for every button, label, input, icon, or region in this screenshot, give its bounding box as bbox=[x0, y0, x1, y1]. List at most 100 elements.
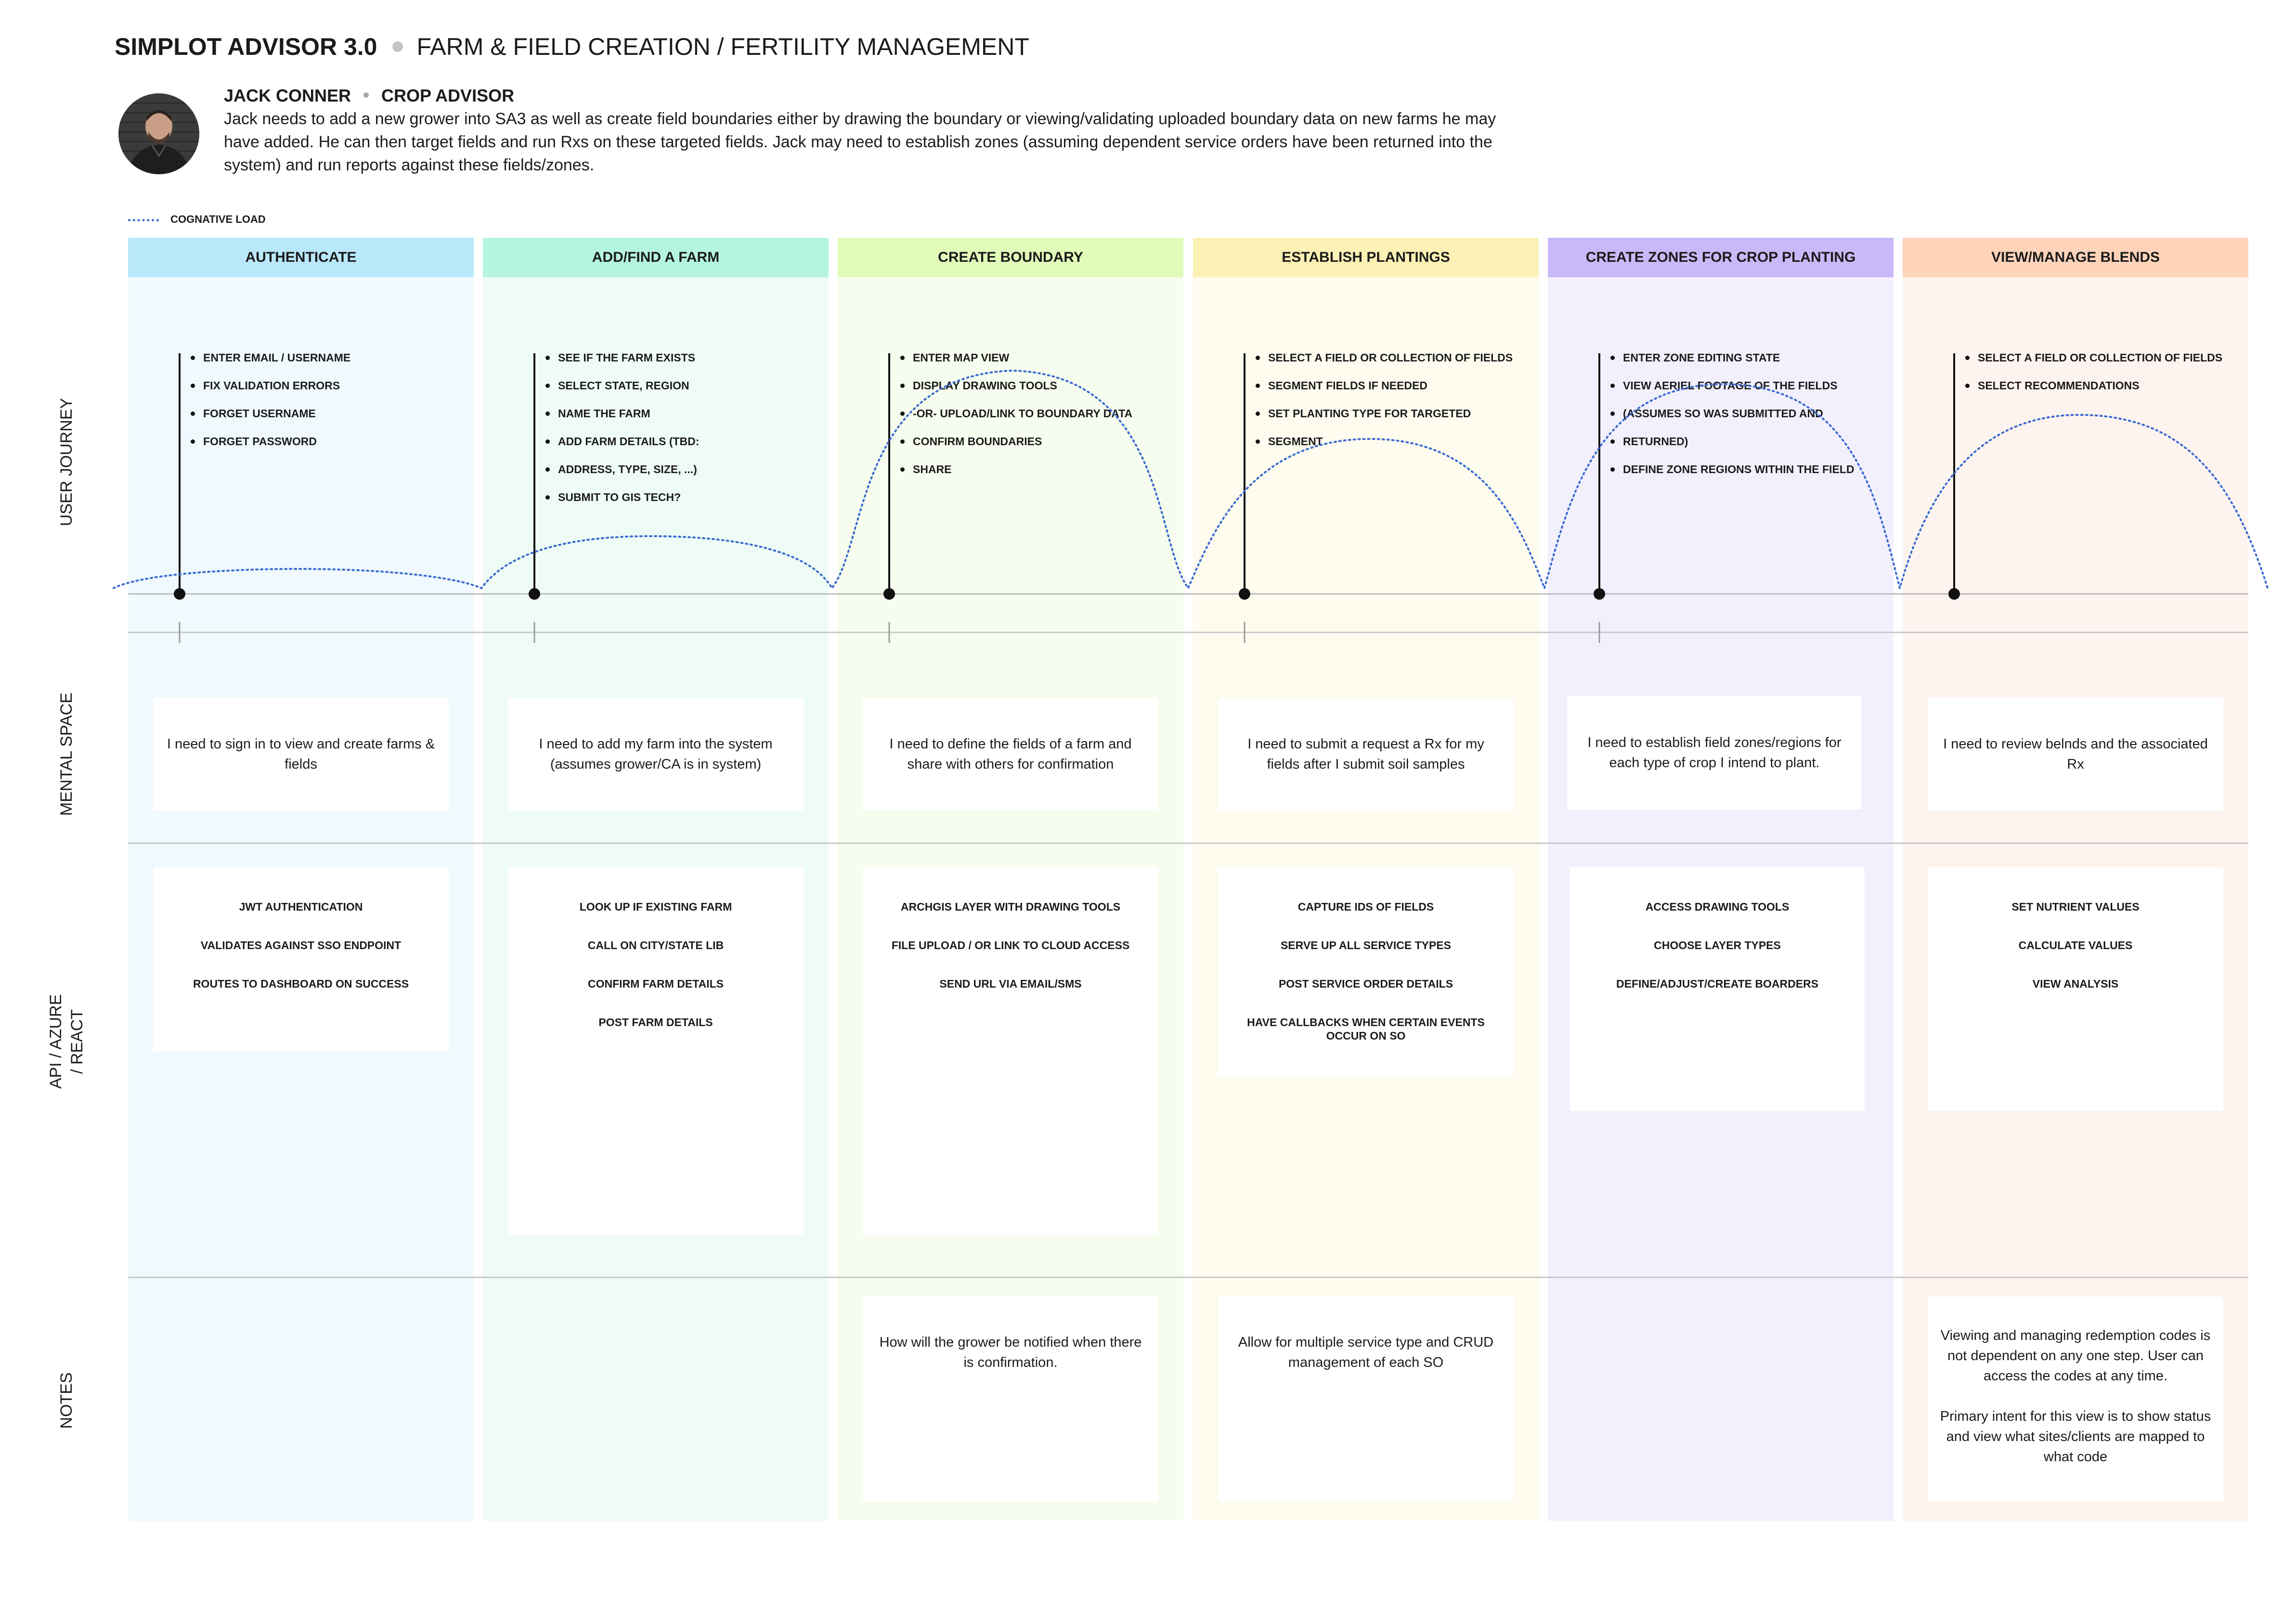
person-icon bbox=[118, 93, 199, 174]
column-header: CREATE BOUNDARY bbox=[838, 238, 1183, 277]
persona-description: Jack needs to add a new grower into SA3 … bbox=[224, 110, 1496, 174]
list-item: SELECT A FIELD OR COLLECTION OF FIELDS bbox=[1256, 344, 1513, 372]
list-item: SELECT RECOMMENDATIONS bbox=[1965, 372, 2222, 399]
dotted-line-icon bbox=[128, 219, 159, 221]
api-card: CAPTURE IDS OF FIELDS SERVE UP ALL SERVI… bbox=[1218, 867, 1514, 1077]
journey-steps: SELECT A FIELD OR COLLECTION OF FIELDS S… bbox=[1965, 344, 2222, 399]
list-item: CALCULATE VALUES bbox=[2018, 939, 2133, 952]
api-list: ACCESS DRAWING TOOLS CHOOSE LAYER TYPES … bbox=[1570, 900, 1865, 991]
journey-steps: ENTER MAP VIEW DISPLAY DRAWING TOOLS -OR… bbox=[900, 344, 1132, 483]
persona-separator-dot bbox=[363, 92, 369, 98]
mental-text: I need to add my farm into the system (a… bbox=[539, 736, 773, 772]
journey-steps: ENTER ZONE EDITING STATE VIEW AERIEL FOO… bbox=[1610, 344, 1854, 483]
list-item: SEGMENT bbox=[1256, 427, 1513, 455]
list-item: SET PLANTING TYPE FOR TARGETED bbox=[1256, 399, 1513, 427]
list-item: FIX VALIDATION ERRORS bbox=[191, 372, 350, 399]
list-item: FORGET PASSWORD bbox=[191, 427, 350, 455]
list-item: ENTER MAP VIEW bbox=[900, 344, 1132, 372]
journey-steps: SELECT A FIELD OR COLLECTION OF FIELDS S… bbox=[1256, 344, 1513, 455]
list-item: JWT AUTHENTICATION bbox=[239, 900, 363, 913]
legend-label: COGNATIVE LOAD bbox=[170, 213, 266, 225]
column-create-zones: CREATE ZONES FOR CROP PLANTING ENTER ZON… bbox=[1548, 238, 1894, 1521]
brand-title: SIMPLOT ADVISOR 3.0 bbox=[115, 33, 377, 60]
cognitive-load-curve bbox=[113, 369, 2269, 592]
persona-name: JACK CONNER bbox=[224, 86, 351, 105]
list-item: SET NUTRIENT VALUES bbox=[2011, 900, 2140, 913]
list-item: ADDRESS, TYPE, SIZE, ...) bbox=[545, 455, 699, 483]
api-card: JWT AUTHENTICATION VALIDATES AGAINST SSO… bbox=[153, 867, 449, 1051]
mental-text: I need to define the fields of a farm an… bbox=[889, 736, 1132, 772]
list-item: HAVE CALLBACKS WHEN CERTAIN EVENTS OCCUR… bbox=[1247, 1016, 1485, 1042]
list-item: FILE UPLOAD / OR LINK TO CLOUD ACCESS bbox=[891, 939, 1130, 952]
cognitive-load-legend: COGNATIVE LOAD bbox=[128, 213, 266, 226]
step-markers bbox=[174, 353, 1960, 600]
persona-block: JACK CONNER CROP ADVISOR Jack needs to ad… bbox=[224, 84, 1524, 177]
list-item: NAME THE FARM bbox=[545, 399, 699, 427]
list-item: CALL ON CITY/STATE LIB bbox=[587, 939, 724, 952]
mental-card: I need to add my farm into the system (a… bbox=[508, 698, 804, 810]
column-authenticate: AUTHENTICATE ENTER EMAIL / USERNAME FIX … bbox=[128, 238, 474, 1521]
column-add-find-farm: ADD/FIND A FARM SEE IF THE FARM EXISTS S… bbox=[483, 238, 829, 1521]
mental-text: I need to submit a request a Rx for my f… bbox=[1247, 736, 1484, 772]
list-item: ENTER ZONE EDITING STATE bbox=[1610, 344, 1854, 372]
notes-text: How will the grower be notified when the… bbox=[879, 1335, 1142, 1370]
notes-card: Allow for multiple service type and CRUD… bbox=[1218, 1297, 1514, 1502]
list-item: SELECT A FIELD OR COLLECTION OF FIELDS bbox=[1965, 344, 2222, 372]
api-list: CAPTURE IDS OF FIELDS SERVE UP ALL SERVI… bbox=[1218, 900, 1514, 1042]
list-item: ARCHGIS LAYER WITH DRAWING TOOLS bbox=[900, 900, 1121, 913]
page-title: SIMPLOT ADVISOR 3.0 FARM & FIELD CREATION… bbox=[115, 30, 1029, 64]
api-list: SET NUTRIENT VALUES CALCULATE VALUES VIE… bbox=[1928, 900, 2223, 991]
list-item: LOOK UP IF EXISTING FARM bbox=[579, 900, 732, 913]
column-header: VIEW/MANAGE BLENDS bbox=[1903, 238, 2248, 277]
avatar bbox=[118, 93, 199, 174]
list-item: SEGMENT FIELDS IF NEEDED bbox=[1256, 372, 1513, 399]
api-card: LOOK UP IF EXISTING FARM CALL ON CITY/ST… bbox=[508, 867, 804, 1235]
api-list: LOOK UP IF EXISTING FARM CALL ON CITY/ST… bbox=[508, 900, 804, 1029]
persona-name-row: JACK CONNER CROP ADVISOR bbox=[224, 84, 1524, 107]
notes-text: Viewing and managing redemption codes is… bbox=[1940, 1328, 2211, 1465]
notes-text: Allow for multiple service type and CRUD… bbox=[1238, 1335, 1494, 1370]
journey-steps: SEE IF THE FARM EXISTS SELECT STATE, REG… bbox=[545, 344, 699, 511]
list-item: SEND URL VIA EMAIL/SMS bbox=[939, 978, 1082, 990]
mental-text: I need to review belnds and the associat… bbox=[1943, 736, 2208, 772]
mental-text: I need to establish field zones/regions … bbox=[1587, 735, 1842, 771]
list-item: VIEW ANALYSIS bbox=[2032, 978, 2119, 990]
page-subtitle: FARM & FIELD CREATION / FERTILITY MANAGE… bbox=[416, 33, 1029, 60]
column-header: CREATE ZONES FOR CROP PLANTING bbox=[1548, 238, 1894, 277]
column-establish-plantings: ESTABLISH PLANTINGS SELECT A FIELD OR CO… bbox=[1193, 238, 1539, 1521]
list-item: SERVE UP ALL SERVICE TYPES bbox=[1280, 939, 1452, 952]
list-item: -OR- UPLOAD/LINK TO BOUNDARY DATA bbox=[900, 399, 1132, 427]
list-item: CHOOSE LAYER TYPES bbox=[1654, 939, 1781, 952]
timeline-ticks bbox=[179, 622, 1600, 643]
journey-steps: ENTER EMAIL / USERNAME FIX VALIDATION ER… bbox=[191, 344, 350, 455]
list-item: SELECT STATE, REGION bbox=[545, 372, 699, 399]
notes-card: Viewing and managing redemption codes is… bbox=[1928, 1297, 2223, 1502]
api-card: SET NUTRIENT VALUES CALCULATE VALUES VIE… bbox=[1928, 867, 2223, 1111]
mental-card: I need to establish field zones/regions … bbox=[1567, 696, 1862, 810]
title-separator-dot bbox=[392, 41, 403, 52]
list-item: DEFINE ZONE REGIONS WITHIN THE FIELD bbox=[1610, 455, 1854, 483]
mental-card: I need to sign in to view and create far… bbox=[153, 698, 449, 810]
list-item: CAPTURE IDS OF FIELDS bbox=[1297, 900, 1434, 913]
api-card: ACCESS DRAWING TOOLS CHOOSE LAYER TYPES … bbox=[1570, 867, 1865, 1111]
list-item: ENTER EMAIL / USERNAME bbox=[191, 344, 350, 372]
column-create-boundary: CREATE BOUNDARY ENTER MAP VIEW DISPLAY D… bbox=[838, 238, 1183, 1521]
persona-role: CROP ADVISOR bbox=[381, 86, 515, 105]
api-list: ARCHGIS LAYER WITH DRAWING TOOLS FILE UP… bbox=[863, 900, 1158, 991]
list-item: FORGET USERNAME bbox=[191, 399, 350, 427]
list-item: SUBMIT TO GIS TECH? bbox=[545, 483, 699, 511]
mental-card: I need to define the fields of a farm an… bbox=[863, 698, 1158, 810]
list-item: DISPLAY DRAWING TOOLS bbox=[900, 372, 1132, 399]
list-item: POST FARM DETAILS bbox=[598, 1016, 713, 1029]
column-header: AUTHENTICATE bbox=[128, 238, 474, 277]
mental-text: I need to sign in to view and create far… bbox=[167, 736, 435, 772]
list-item: ROUTES TO DASHBOARD ON SUCCESS bbox=[193, 978, 409, 990]
api-list: JWT AUTHENTICATION VALIDATES AGAINST SSO… bbox=[153, 900, 449, 991]
api-card: ARCHGIS LAYER WITH DRAWING TOOLS FILE UP… bbox=[863, 867, 1158, 1235]
list-item: DEFINE/ADJUST/CREATE BOARDERS bbox=[1616, 978, 1818, 990]
list-item: CONFIRM FARM DETAILS bbox=[588, 978, 724, 990]
list-item: VIEW AERIEL FOOTAGE OF THE FIELDS bbox=[1610, 372, 1854, 399]
list-item: ACCESS DRAWING TOOLS bbox=[1645, 900, 1790, 913]
list-item: CONFIRM BOUNDARIES bbox=[900, 427, 1132, 455]
